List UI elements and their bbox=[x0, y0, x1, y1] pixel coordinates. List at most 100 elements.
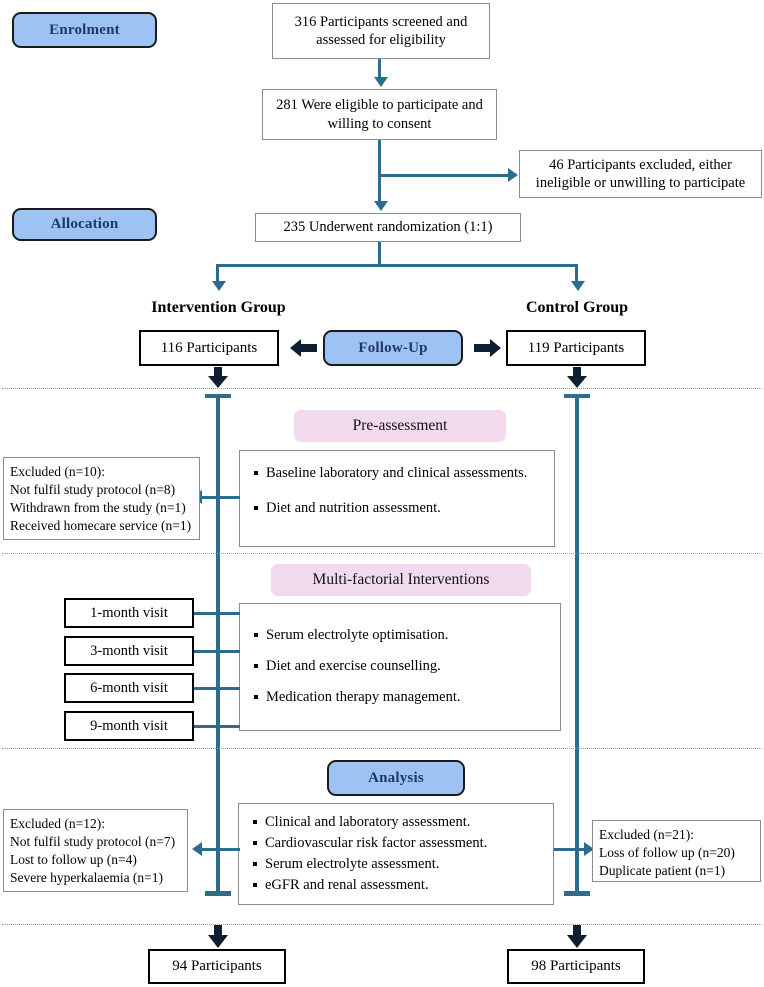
connector-pre-assessment-excluded bbox=[202, 496, 240, 499]
arrow-down-icon bbox=[567, 367, 587, 388]
arrow-right-icon bbox=[584, 842, 594, 856]
group-title-intervention: Intervention Group bbox=[151, 299, 286, 316]
divider-pre-assessment bbox=[2, 553, 762, 554]
excluded-line: Excluded (n=10): bbox=[10, 464, 105, 479]
list-item: Cardiovascular risk factor assessment. bbox=[253, 834, 543, 853]
arrow-right-icon bbox=[474, 339, 501, 357]
box-final-control-text: 98 Participants bbox=[531, 958, 621, 975]
interventions-list: Serum electrolyte optimisation. Diet and… bbox=[250, 626, 550, 707]
box-screened-text: 316 Participants screened and assessed f… bbox=[294, 13, 468, 48]
connector-visit-6-month bbox=[194, 687, 240, 690]
box-excluded-analysis-control: Excluded (n=21): Loss of follow up (n=20… bbox=[592, 820, 761, 882]
box-eligible: 281 Were eligible to participate and wil… bbox=[262, 89, 497, 140]
connector-eligible-trunk bbox=[378, 140, 381, 203]
arrow-down-icon bbox=[212, 281, 226, 291]
box-intervention-participants: 116 Participants bbox=[139, 330, 279, 366]
box-control-participants: 119 Participants bbox=[506, 330, 646, 366]
box-visit-3-month-text: 3-month visit bbox=[90, 642, 168, 659]
stage-pill-follow-up: Follow-Up bbox=[323, 330, 463, 366]
stage-label-enrolment: Enrolment bbox=[49, 21, 120, 38]
section-label-interventions: Multi-factorial Interventions bbox=[312, 571, 490, 588]
excluded-line: Severe hyperkalaemia (n=1) bbox=[10, 869, 164, 885]
box-visit-9-month-text: 9-month visit bbox=[90, 717, 168, 734]
connector-randomization-down bbox=[378, 242, 381, 266]
stage-label-follow-up: Follow-Up bbox=[358, 339, 428, 356]
spine-control bbox=[575, 394, 579, 895]
list-item: Baseline laboratory and clinical assessm… bbox=[254, 464, 544, 483]
box-excluded-46: 46 Participants excluded, either ineligi… bbox=[519, 150, 762, 198]
arrow-left-icon bbox=[290, 339, 317, 357]
box-visit-1-month: 1-month visit bbox=[64, 598, 194, 628]
box-randomization: 235 Underwent randomization (1:1) bbox=[255, 213, 521, 242]
excluded-line: Received homecare service (n=1) bbox=[10, 517, 192, 533]
connector-visit-1-month bbox=[194, 612, 240, 615]
group-title-control: Control Group bbox=[525, 299, 629, 316]
divider-analysis bbox=[2, 924, 762, 925]
connector-screened-to-eligible bbox=[378, 59, 381, 79]
list-item: Clinical and laboratory assessment. bbox=[253, 813, 543, 832]
box-visit-9-month: 9-month visit bbox=[64, 711, 194, 741]
analysis-list: Clinical and laboratory assessment. Card… bbox=[249, 813, 543, 894]
connector-visit-3-month bbox=[194, 650, 240, 653]
box-randomization-text: 235 Underwent randomization (1:1) bbox=[283, 219, 493, 236]
box-visit-1-month-text: 1-month visit bbox=[90, 604, 168, 621]
box-excluded-analysis-intervention: Excluded (n=12): Not fulfil study protoc… bbox=[3, 809, 188, 892]
connector-analysis-excluded-intervention bbox=[202, 848, 240, 851]
arrow-down-icon bbox=[374, 77, 388, 87]
stage-pill-analysis: Analysis bbox=[327, 760, 465, 796]
excluded-line: Not fulfil study protocol (n=8) bbox=[10, 481, 176, 497]
pre-assessment-list: Baseline laboratory and clinical assessm… bbox=[250, 464, 544, 518]
box-pre-assessment-content: Baseline laboratory and clinical assessm… bbox=[239, 450, 555, 547]
connector-split-right bbox=[575, 264, 578, 283]
box-final-control: 98 Participants bbox=[507, 949, 645, 984]
connector-to-excluded-46 bbox=[378, 174, 510, 177]
stage-label-analysis: Analysis bbox=[368, 769, 424, 786]
box-control-participants-text: 119 Participants bbox=[527, 339, 625, 356]
spine-intervention bbox=[216, 394, 220, 895]
stage-pill-enrolment: Enrolment bbox=[12, 12, 157, 48]
list-item: Diet and nutrition assessment. bbox=[254, 499, 544, 518]
box-screened: 316 Participants screened and assessed f… bbox=[272, 3, 490, 59]
arrow-right-icon bbox=[508, 168, 518, 182]
connector-split-left bbox=[216, 264, 219, 283]
box-visit-6-month-text: 6-month visit bbox=[90, 679, 168, 696]
list-item: Diet and exercise counselling. bbox=[254, 657, 550, 676]
list-item: Serum electrolyte assessment. bbox=[253, 855, 543, 874]
excluded-line: Duplicate patient (n=1) bbox=[599, 862, 726, 878]
connector-split-horizontal bbox=[216, 264, 578, 267]
box-visit-6-month: 6-month visit bbox=[64, 673, 194, 703]
connector-visit-9-month bbox=[194, 725, 240, 728]
arrow-down-icon bbox=[571, 281, 585, 291]
box-excluded-pre-assessment: Excluded (n=10): Not fulfil study protoc… bbox=[3, 457, 200, 540]
excluded-line: Not fulfil study protocol (n=7) bbox=[10, 833, 176, 849]
arrow-down-icon bbox=[208, 925, 228, 948]
connector-analysis-excluded-control bbox=[554, 848, 592, 851]
spine-end-cap-control bbox=[564, 891, 590, 896]
excluded-line: Loss of follow up (n=20) bbox=[599, 844, 735, 860]
divider-interventions bbox=[2, 748, 762, 749]
box-intervention-participants-text: 116 Participants bbox=[160, 339, 258, 356]
section-pill-interventions: Multi-factorial Interventions bbox=[271, 564, 531, 596]
list-item: Serum electrolyte optimisation. bbox=[254, 626, 550, 645]
excluded-line: Excluded (n=12): bbox=[10, 816, 105, 831]
box-analysis-content: Clinical and laboratory assessment. Card… bbox=[238, 803, 554, 905]
stage-label-allocation: Allocation bbox=[50, 216, 119, 232]
excluded-line: Withdrawn from the study (n=1) bbox=[10, 499, 186, 515]
excluded-line: Excluded (n=21): bbox=[599, 827, 694, 842]
arrow-down-icon bbox=[208, 367, 228, 388]
stage-pill-allocation: Allocation bbox=[12, 208, 157, 241]
box-visit-3-month: 3-month visit bbox=[64, 636, 194, 666]
divider-follow-up bbox=[2, 388, 762, 389]
box-final-intervention-text: 94 Participants bbox=[172, 958, 262, 975]
list-item: Medication therapy management. bbox=[254, 688, 550, 707]
arrow-down-icon bbox=[374, 201, 388, 211]
excluded-line: Lost to follow up (n=4) bbox=[10, 851, 137, 867]
section-pill-pre-assessment: Pre-assessment bbox=[294, 410, 506, 442]
box-excluded-46-text: 46 Participants excluded, either ineligi… bbox=[535, 156, 746, 191]
list-item: eGFR and renal assessment. bbox=[253, 876, 543, 895]
arrow-left-icon bbox=[192, 842, 202, 856]
section-label-pre-assessment: Pre-assessment bbox=[352, 417, 448, 434]
arrow-down-icon bbox=[567, 925, 587, 948]
box-eligible-text: 281 Were eligible to participate and wil… bbox=[276, 97, 483, 132]
